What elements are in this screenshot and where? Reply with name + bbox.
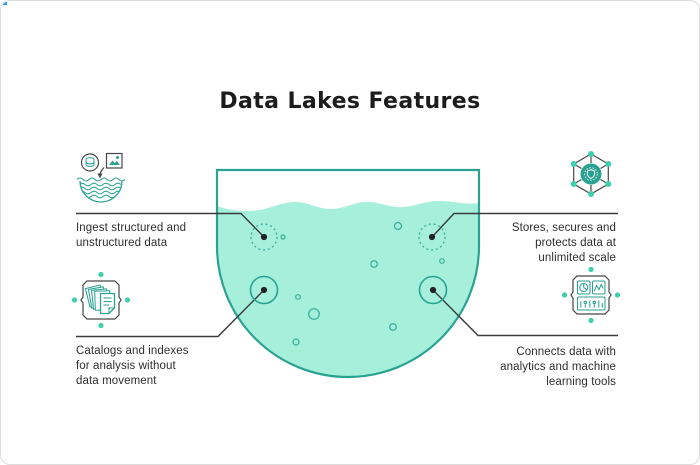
feature-label-catalogs: Catalogs and indexes for analysis withou… [76,344,189,389]
feature-text-line: Catalogs and indexes [76,345,189,357]
feature-text-line: Connects data with [516,346,616,358]
screenshot-artifact-dot [3,2,7,5]
feature-label-stores: Stores, secures and protects data at unl… [512,221,616,266]
connector-stores [431,212,618,238]
connector-catalogs [76,289,265,338]
connector-connects [432,289,618,337]
lake-bowl [215,168,481,379]
analytics-charts-icon [561,266,621,324]
feature-text-line: unstructured data [76,237,168,249]
security-hexagon-icon [570,151,612,197]
lake-water [217,201,479,377]
feature-text-line: learning tools [546,376,616,388]
page-title: Data Lakes Features [219,89,481,114]
connector-lines [76,212,618,338]
feature-text-line: data movement [76,375,157,387]
feature-text-line: protects data at [535,237,616,249]
lake-outline [215,168,481,379]
hexagon-node-dots [570,151,612,197]
front-document [99,292,116,315]
feature-label-ingest: Ingest structured and unstructured data [76,221,186,251]
feature-label-connects: Connects data with analytics and machine… [500,345,616,390]
pie-chart-tile [576,280,591,295]
lake-bubbles [280,221,445,346]
ingest-data-icon [76,152,126,203]
feature-text-line: for analysis without [76,360,176,372]
catalog-stack-icon [71,271,131,329]
feature-text-line: Ingest structured and [76,222,187,234]
feature-text-line: unlimited scale [538,252,616,264]
feature-text-line: analytics and machine [500,361,616,373]
bar-chart-tile [576,296,606,311]
line-chart-tile [591,280,606,295]
catalog-corner-dots [71,271,131,329]
analytics-corner-dots [561,266,621,324]
connector-ingest [76,212,265,238]
feature-text-line: Stores, secures and [511,222,616,234]
lake-point-markers [249,223,448,305]
